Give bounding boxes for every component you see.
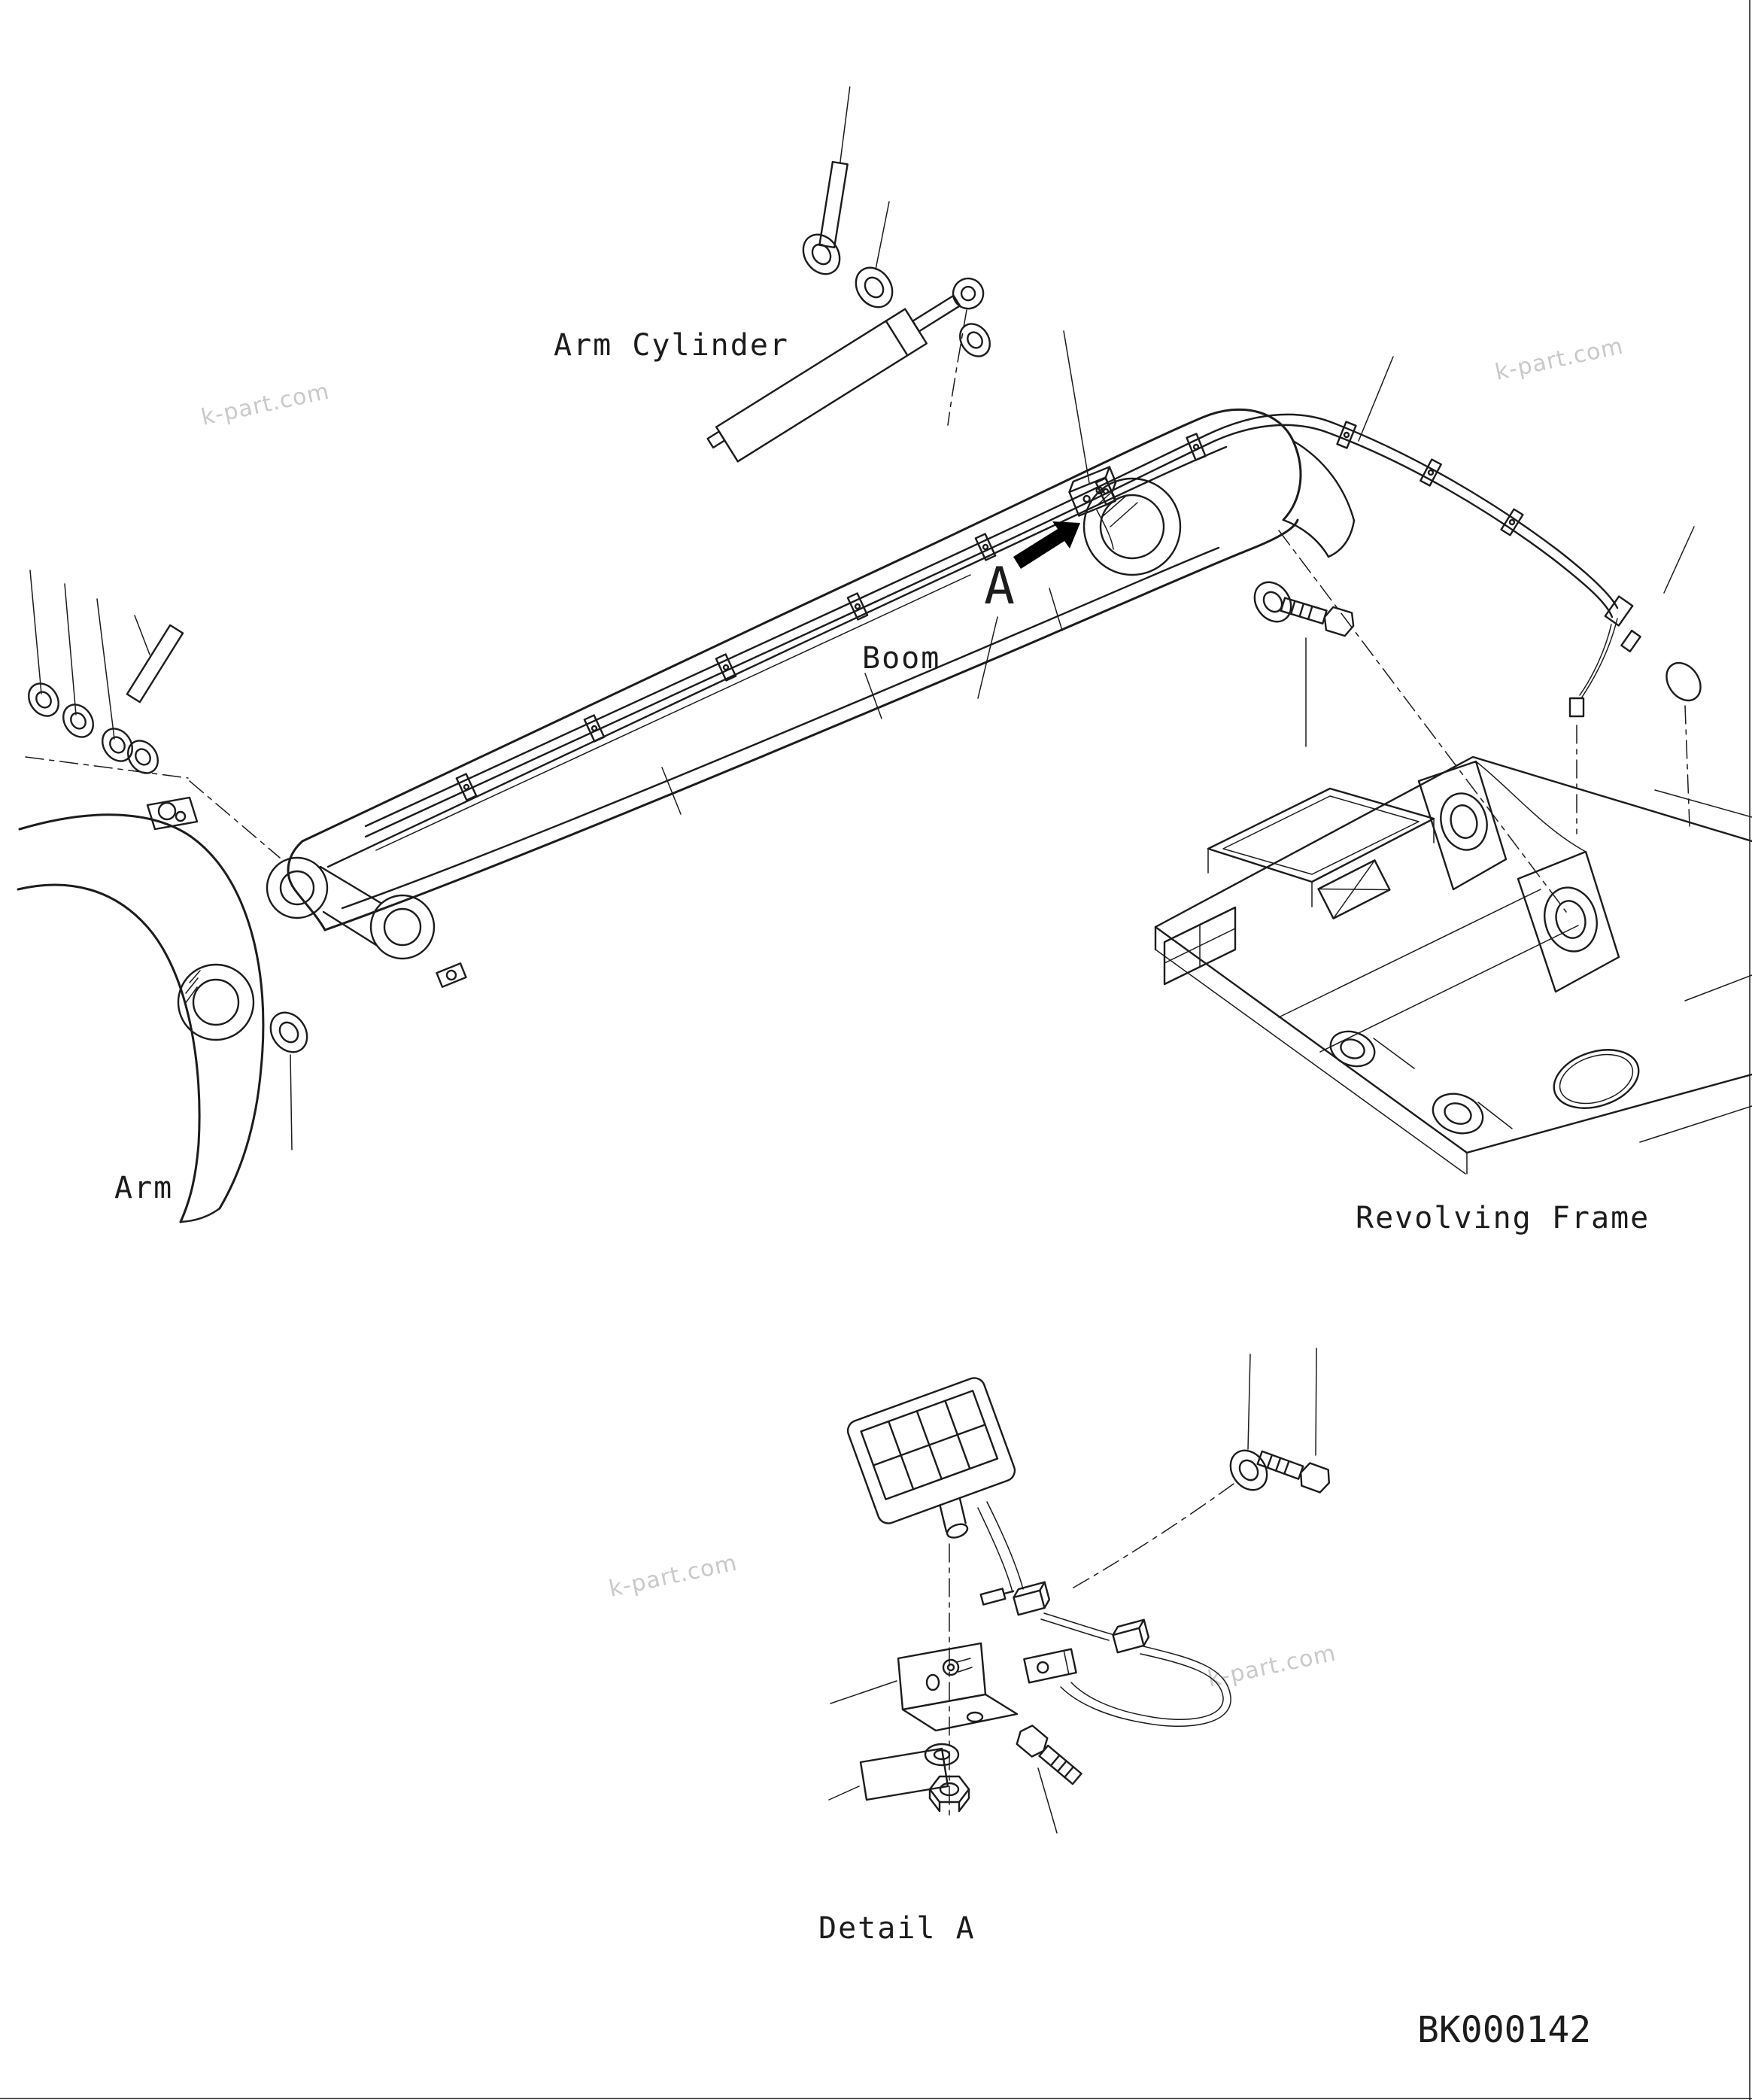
label-detail-a: Detail A [818,1911,976,1946]
detail-washer [924,1743,960,1767]
watermark-text: k-part.com [1205,1640,1338,1693]
label-boom: Boom [862,641,940,676]
bullet-connector [979,1588,1015,1606]
boom-piping [364,356,1702,851]
view-marker-label: A [984,557,1015,616]
drawing-number: BK000142 [1417,2009,1591,2051]
work-lamp [846,1377,1016,1539]
label-revolving-frame: Revolving Frame [1356,1201,1650,1235]
arm-drawing [17,796,316,1223]
view-arrow [1013,521,1080,569]
arm-pin-and-washers [21,570,281,859]
watermark-text: k-part.com [606,1550,739,1603]
label-arm-cylinder: Arm Cylinder [554,328,789,363]
detail-nut [928,1775,970,1813]
detail-bolt [1012,1721,1086,1789]
revolving-frame-drawing [1154,755,1752,1175]
watermark-text: k-part.com [1492,333,1626,386]
detail-washer-upper [1222,1442,1276,1498]
label-arm: Arm [114,1171,173,1205]
boom-drawing [266,408,1567,988]
view-a-callout: A [977,330,1117,699]
lamp-clamp-part [1068,466,1117,517]
boom-washer-bolt [1246,574,1359,747]
arm-cylinder-drawing [706,277,985,463]
watermark-text: k-part.com [199,378,332,431]
clip-plate [1023,1648,1077,1684]
detail-a-drawing [828,1348,1334,1834]
ring-terminal [942,1658,973,1676]
cable-connector [1010,1581,1052,1616]
cable-connector [1110,1618,1152,1654]
arm-cylinder-pin-and-washers [794,86,997,363]
lamp-bracket [897,1642,1019,1732]
detail-plate [859,1747,949,1801]
